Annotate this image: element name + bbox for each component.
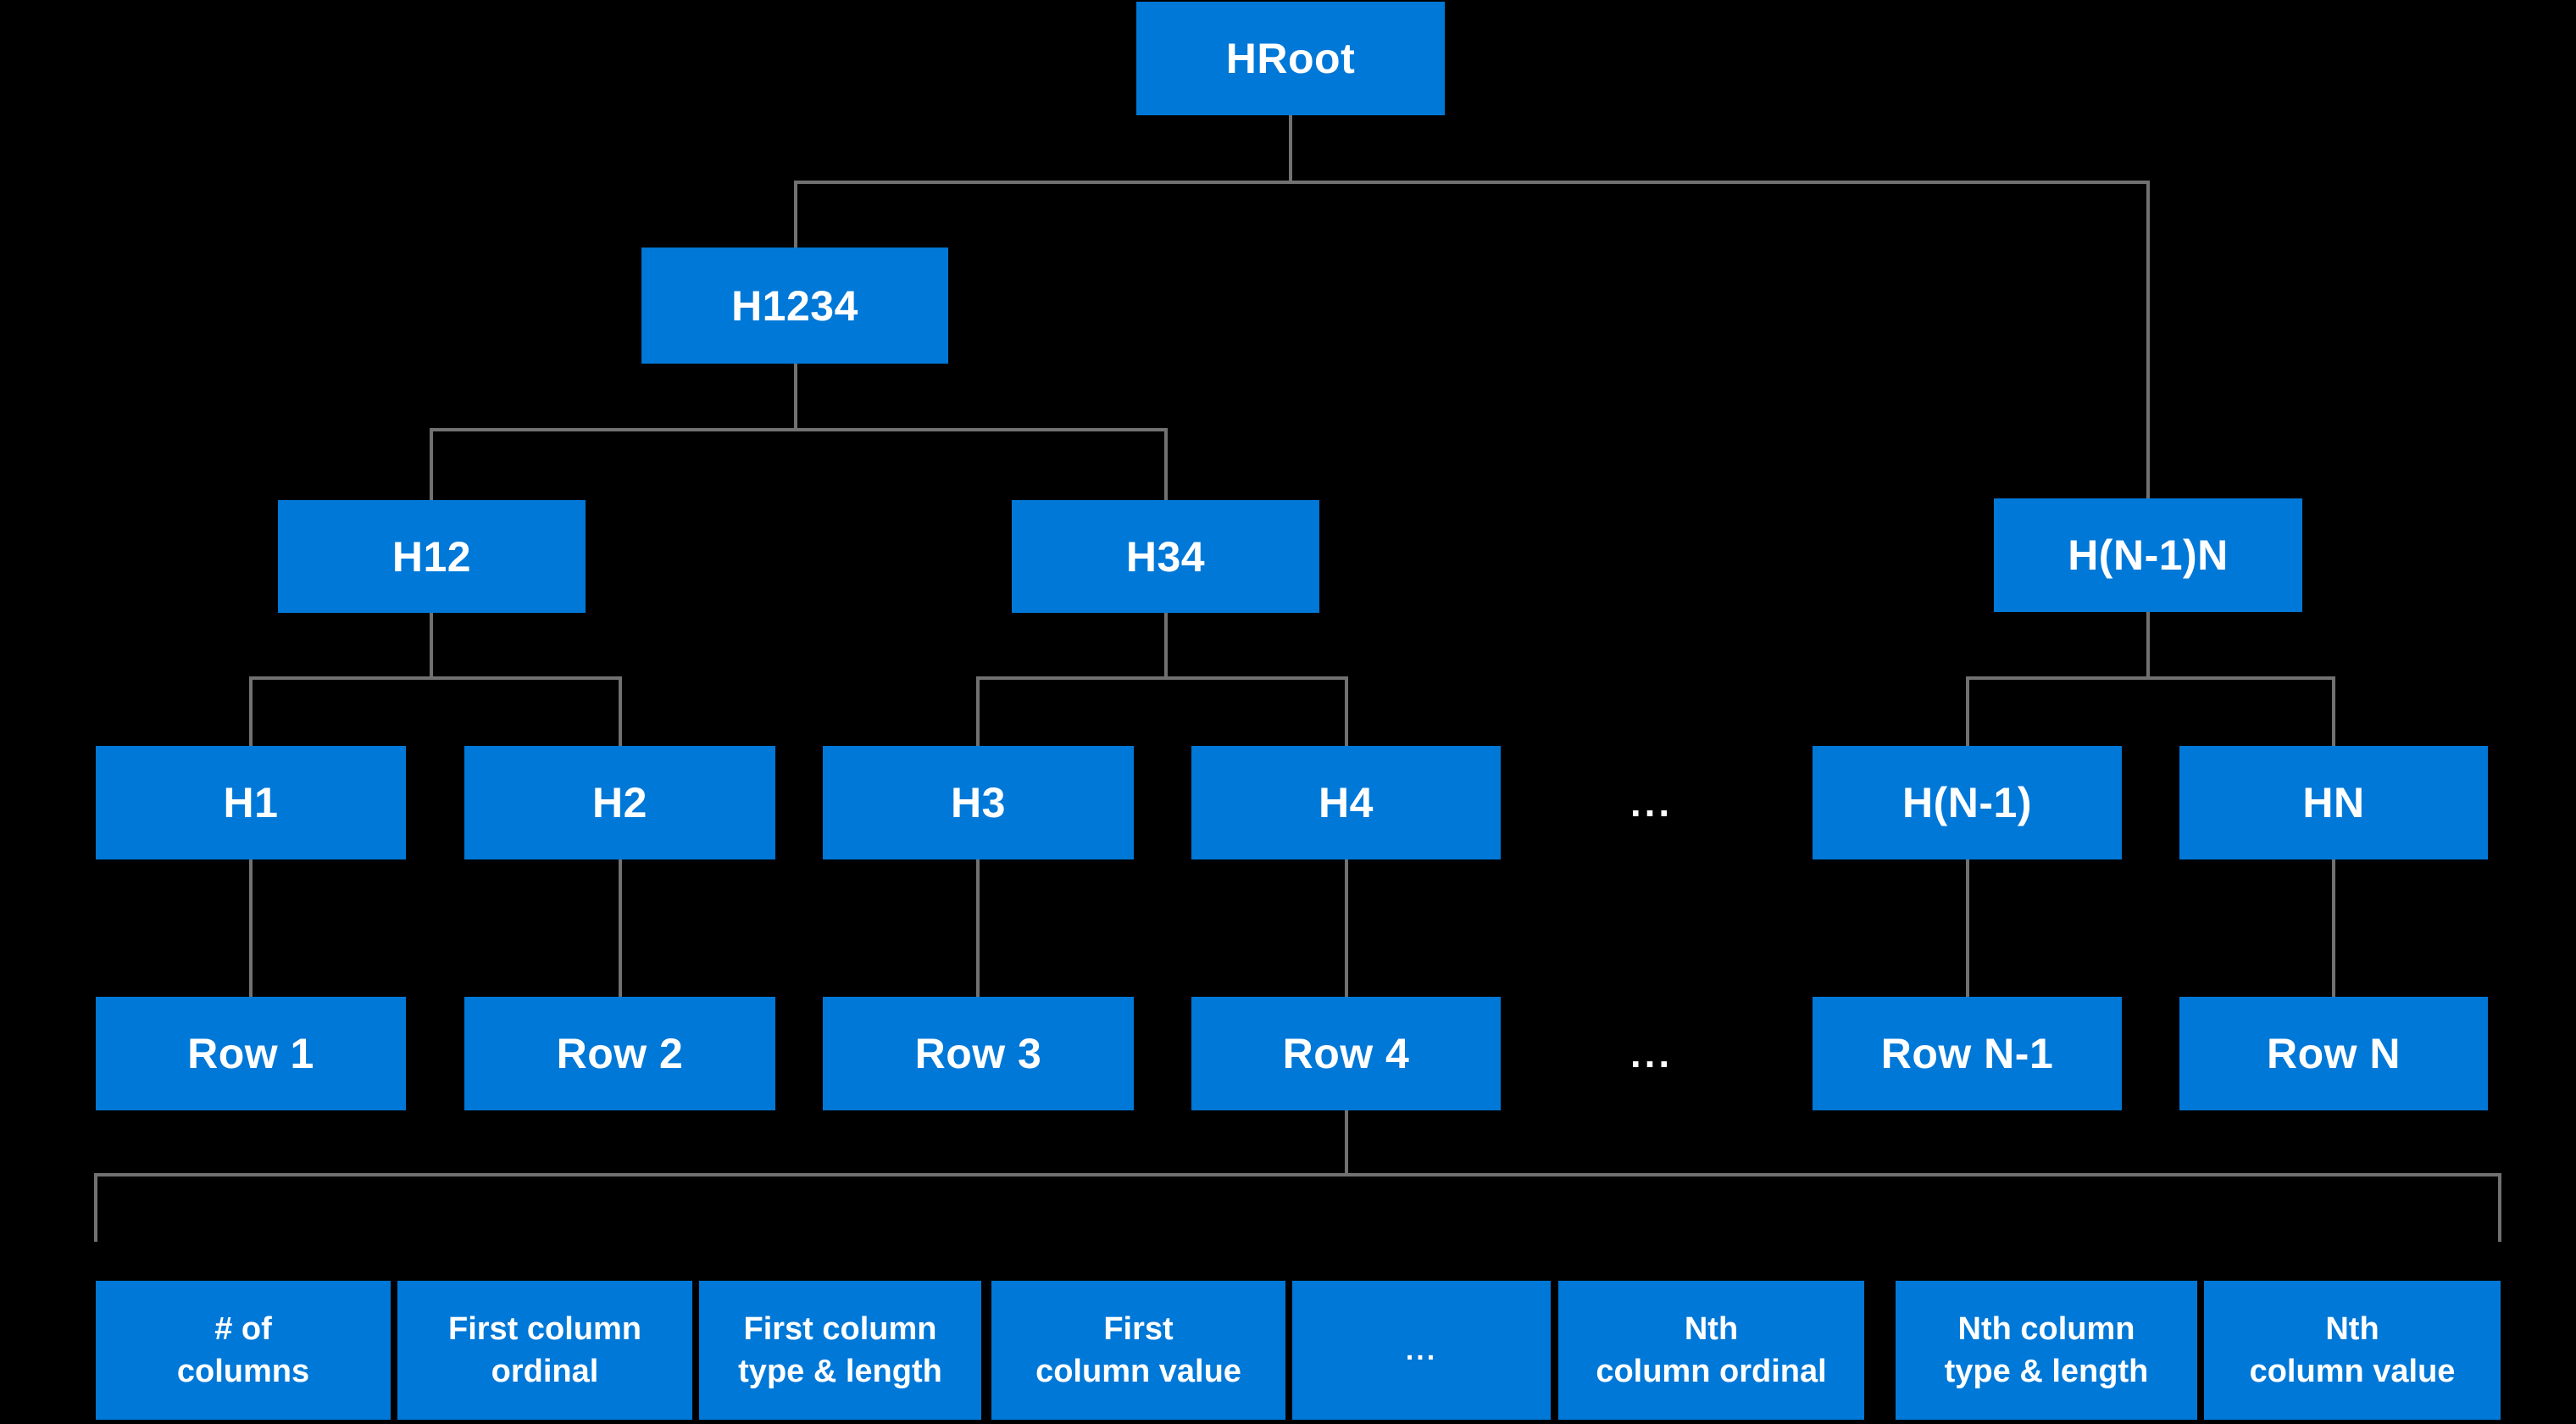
- node-h2: H2: [464, 746, 775, 859]
- field-cell-line: ordinal: [491, 1354, 599, 1389]
- field-cell-line: First column: [447, 1310, 642, 1347]
- field-cell-first-column-value: First column value: [991, 1281, 1285, 1420]
- field-cell-line: column ordinal: [1596, 1354, 1827, 1389]
- node-row-n-1: Row N-1: [1813, 997, 2122, 1110]
- field-cell-line: type & length: [738, 1354, 942, 1389]
- field-cell-line: columns: [176, 1354, 310, 1389]
- node-row-4: Row 4: [1191, 997, 1501, 1110]
- node-h-n-1-n: H(N-1)N: [1994, 498, 2302, 612]
- node-row-n: Row N: [2179, 997, 2488, 1110]
- node-h12: H12: [278, 500, 586, 613]
- node-row-3: Row 3: [823, 997, 1134, 1110]
- node-h1234: H1234: [641, 248, 948, 364]
- field-cell-line: column value: [2249, 1354, 2456, 1389]
- field-cell-num-columns: # of columns: [96, 1281, 391, 1420]
- node-row-2: Row 2: [464, 997, 775, 1110]
- field-cell-first-column-type-length: First column type & length: [699, 1281, 981, 1420]
- field-cell-line: # of: [214, 1310, 272, 1347]
- field-cell-line: Nth: [2325, 1310, 2379, 1347]
- node-h-n-1: H(N-1): [1813, 746, 2122, 859]
- field-level-ellipsis: ...: [1405, 1333, 1438, 1366]
- row-level-ellipsis: ...: [1629, 1032, 1674, 1076]
- field-cell-nth-column-ordinal: Nth column ordinal: [1558, 1281, 1864, 1420]
- field-cell-ellipsis: ...: [1292, 1281, 1551, 1420]
- node-row-1: Row 1: [96, 997, 406, 1110]
- node-h1: H1: [96, 746, 406, 859]
- field-cell-nth-column-value: Nth column value: [2204, 1281, 2501, 1420]
- field-cell-line: First column: [743, 1310, 937, 1347]
- field-cell-first-column-ordinal: First column ordinal: [397, 1281, 692, 1420]
- node-hroot: HRoot: [1136, 2, 1445, 115]
- node-hn: HN: [2179, 746, 2488, 859]
- field-cell-line: type & length: [1944, 1354, 2149, 1389]
- node-h34: H34: [1012, 500, 1319, 613]
- field-cell-line: Nth: [1684, 1310, 1739, 1347]
- node-h4: H4: [1191, 746, 1501, 859]
- field-cell-line: First: [1103, 1310, 1174, 1347]
- field-cell-line: Nth column: [1957, 1310, 2135, 1347]
- field-cell-line: column value: [1035, 1354, 1241, 1389]
- field-cell-nth-column-type-length: Nth column type & length: [1896, 1281, 2197, 1420]
- node-h3: H3: [823, 746, 1134, 859]
- hash-level-ellipsis: ...: [1629, 781, 1674, 825]
